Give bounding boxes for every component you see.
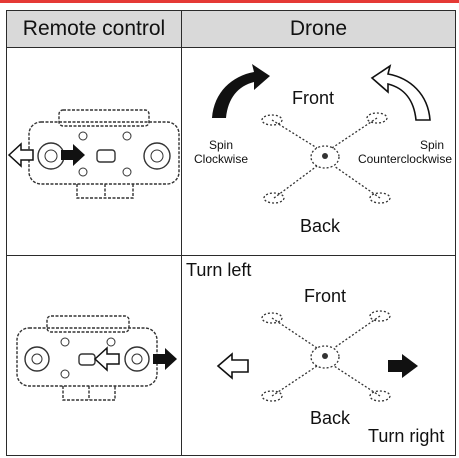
turn-drone-cell: Turn left Front Back Turn right	[181, 255, 456, 456]
spin-ccw-line1: Spin	[419, 138, 444, 152]
spin-drone-cell: Front Back Spin Clockwise Spin Countercl…	[181, 47, 456, 256]
spin-remote-cell	[6, 47, 182, 256]
turn-remote-cell	[6, 255, 182, 456]
counterclockwise-arrow-icon	[370, 64, 431, 121]
remote-controller-illustration	[7, 109, 180, 199]
filled-arrow-right-icon-2	[153, 348, 177, 370]
filled-arrow-right-icon	[61, 144, 85, 166]
turn-right-label: Turn right	[368, 426, 445, 446]
drone-spin-illustration	[212, 64, 431, 204]
hollow-arrow-left-icon	[7, 142, 34, 168]
turn-row: Turn left Front Back Turn right	[6, 255, 456, 456]
drone-outline-2	[261, 310, 391, 402]
control-instructions-table: Remote control Drone	[6, 10, 456, 456]
top-accent-bar	[0, 0, 459, 3]
spin-cw-line1: Spin	[208, 138, 234, 152]
back-label: Back	[300, 216, 341, 236]
turn-left-label: Turn left	[186, 260, 252, 280]
turn-right-arrow-icon	[388, 354, 418, 378]
back-label-2: Back	[310, 408, 351, 428]
left-joystick	[37, 142, 65, 170]
remote-controller-illustration-2	[16, 315, 177, 401]
header-row: Remote control Drone	[6, 10, 456, 48]
turn-left-arrow-icon	[216, 352, 249, 380]
header-remote-control: Remote control	[6, 10, 182, 48]
header-drone: Drone	[181, 10, 456, 48]
left-joystick-2	[24, 346, 50, 372]
clockwise-arrow-icon	[212, 64, 270, 118]
front-label-2: Front	[304, 286, 347, 306]
right-joystick	[143, 142, 171, 170]
spin-clockwise-label: Spin Clockwise	[194, 138, 248, 166]
drone-turn-illustration	[216, 310, 418, 402]
spin-row: Front Back Spin Clockwise Spin Countercl…	[6, 47, 456, 256]
spin-ccw-line2: Counterclockwise	[357, 152, 452, 166]
spin-cw-line2: Clockwise	[194, 152, 249, 166]
right-joystick-2	[124, 346, 150, 372]
hollow-arrow-left-icon-2	[93, 346, 120, 372]
front-label: Front	[292, 88, 335, 108]
spin-counterclockwise-label: Spin Counterclockwise	[352, 138, 452, 166]
drone-outline	[261, 112, 391, 204]
